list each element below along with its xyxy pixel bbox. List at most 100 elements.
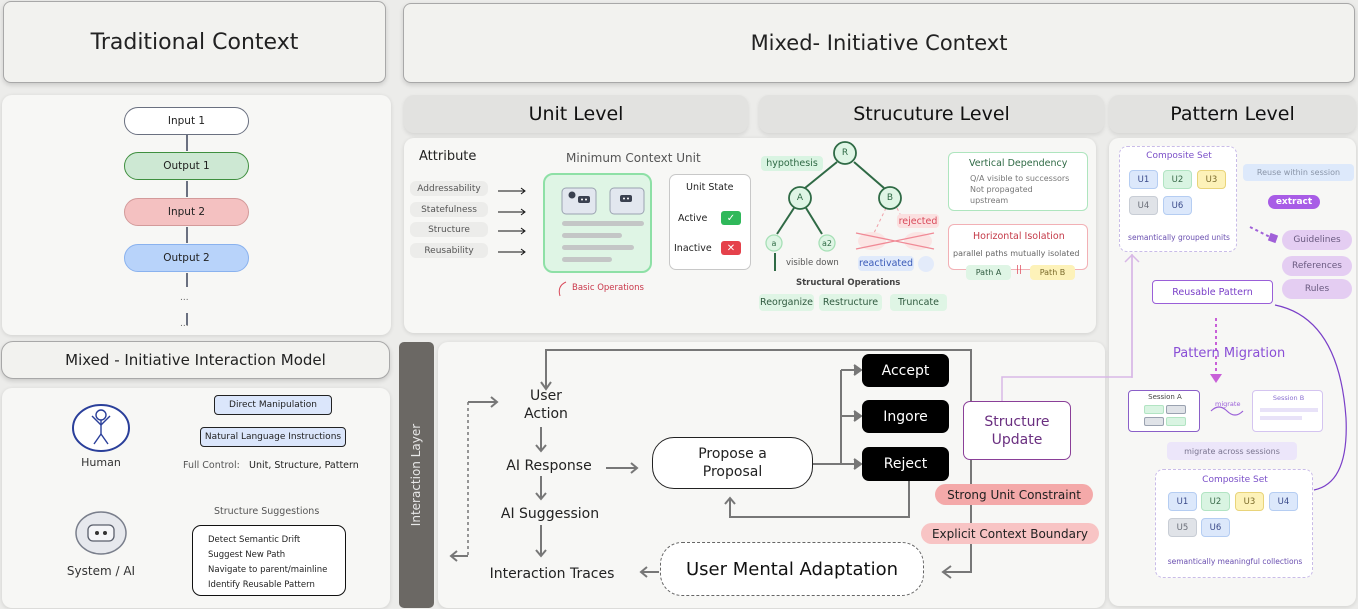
composite-set-top-title: Composite Set — [1146, 151, 1212, 161]
session-b-box[interactable]: Session B — [1252, 390, 1323, 432]
suggestion-item[interactable]: Detect Semantic Drift — [208, 535, 301, 545]
interaction-flow-panel: User Action AI Response AI Suggession In… — [438, 342, 1105, 608]
suggestion-item[interactable]: Identify Reusable Pattern — [208, 580, 315, 590]
node-b-label[interactable]: B — [886, 193, 894, 203]
session-a-box[interactable]: Session A — [1128, 390, 1200, 432]
session-a-cell — [1166, 417, 1186, 426]
pattern-output-rules[interactable]: Rules — [1282, 279, 1352, 299]
pattern-output-references[interactable]: References — [1282, 256, 1352, 276]
vertical-dependency-box: Vertical Dependency Q/A visible to succe… — [948, 152, 1088, 211]
flow-node-output-2[interactable]: Output 2 — [124, 244, 249, 272]
interaction-model-title: Mixed - Initiative Interaction Model — [65, 351, 326, 369]
vertical-dependency-line3: upstream — [970, 196, 1009, 205]
ignore-button[interactable]: Ingore — [862, 400, 949, 433]
human-icon — [72, 404, 130, 452]
user-mental-adaptation-node[interactable]: User Mental Adaptation — [660, 542, 924, 596]
tree-node-a1 — [765, 234, 783, 252]
pattern-output-guidelines[interactable]: Guidelines — [1282, 230, 1352, 250]
node-r-label[interactable]: R — [841, 148, 849, 158]
direct-manipulation-button[interactable]: Direct Manipulation — [214, 395, 332, 415]
attribute-statefulness: Statefulness — [410, 202, 488, 217]
suggestion-item[interactable]: Navigate to parent/mainline — [208, 565, 328, 575]
proposal-line2: Proposal — [702, 464, 763, 480]
composite-set-bottom-title: Composite Set — [1202, 475, 1268, 485]
node-a1-label[interactable]: a — [771, 238, 777, 248]
mixed-context-title: Mixed- Initiative Context — [750, 31, 1008, 55]
extract-tag[interactable]: extract — [1268, 195, 1320, 209]
basic-ops-curve-icon — [558, 281, 567, 297]
vertical-dependency-title: Vertical Dependency — [969, 158, 1068, 169]
attribute-arrows — [498, 187, 526, 256]
mixed-context-header: Mixed- Initiative Context — [403, 3, 1355, 83]
unit-u3[interactable]: U3 — [1235, 492, 1264, 511]
node-a2-label[interactable]: a2 — [822, 238, 832, 248]
structure-update-line1: Structure — [984, 413, 1050, 430]
horizontal-isolation-box: Horizontal Isolation parallel paths mutu… — [948, 224, 1088, 270]
human-label: Human — [81, 456, 121, 469]
tree-node-r — [833, 141, 857, 165]
reactivated-tag: reactivated — [858, 256, 914, 271]
restructure-button[interactable]: Restructure — [819, 294, 882, 311]
full-control-label: Full Control: — [183, 460, 240, 471]
ai-response-node: AI Response — [506, 458, 592, 474]
migrate-across-tag: migrate across sessions — [1167, 442, 1297, 460]
session-a-label: Session A — [1148, 393, 1182, 401]
unit-u6[interactable]: U6 — [1201, 518, 1230, 537]
pattern-level-title: Pattern Level — [1170, 103, 1295, 125]
composite-set-top: Composite Set U1 U2 U3 U4 U6 semanticall… — [1119, 146, 1237, 252]
structure-suggestions-title: Structure Suggestions — [214, 506, 320, 517]
ai-suggestion-node: AI Suggession — [500, 506, 600, 522]
reject-button[interactable]: Reject — [862, 447, 949, 481]
traditional-context-header: Traditional Context — [3, 1, 386, 83]
truncate-button[interactable]: Truncate — [890, 294, 947, 311]
unit-u1[interactable]: U1 — [1168, 492, 1197, 511]
composite-set-bottom-caption: semantically meaningful collections — [1167, 557, 1303, 566]
structure-update-node[interactable]: Structure Update — [963, 401, 1071, 460]
session-b-label: Session B — [1272, 394, 1305, 402]
tree-node-b — [878, 186, 902, 210]
unit-u2[interactable]: U2 — [1163, 170, 1192, 189]
inactive-x-icon[interactable]: ✕ — [721, 241, 741, 255]
ai-label: System / AI — [66, 564, 136, 578]
reusable-pattern-button[interactable]: Reusable Pattern — [1152, 280, 1273, 304]
natural-language-button[interactable]: Natural Language Instructions — [200, 427, 346, 447]
unit-u4[interactable]: U4 — [1129, 196, 1158, 215]
accept-button[interactable]: Accept — [862, 354, 949, 387]
flow-node-output-1[interactable]: Output 1 — [124, 152, 249, 180]
unit-u1[interactable]: U1 — [1129, 170, 1158, 189]
strong-unit-constraint-tag: Strong Unit Constraint — [935, 484, 1093, 505]
session-a-cell — [1144, 405, 1164, 414]
propose-proposal-node[interactable]: Propose a Proposal — [652, 437, 813, 489]
composite-set-bottom: Composite Set U1 U2 U3 U4 U5 U6 semantic… — [1155, 469, 1313, 578]
interaction-model-panel: Human System / AI Direct Manipulation Na… — [2, 388, 390, 608]
interaction-model-header: Mixed - Initiative Interaction Model — [1, 341, 390, 379]
path-a-tag: Path A — [966, 265, 1011, 280]
vertical-dependency-line2: Not propagated — [970, 185, 1033, 194]
session-a-cell — [1166, 405, 1186, 414]
suggestion-item[interactable]: Suggest New Path — [208, 550, 286, 560]
unit-u3[interactable]: U3 — [1197, 170, 1226, 189]
structure-update-line2: Update — [991, 431, 1043, 448]
reorganize-button[interactable]: Reorganize — [759, 294, 814, 311]
proposal-line1: Propose a — [698, 446, 767, 462]
unit-level-header: Unit Level — [404, 95, 748, 133]
explicit-context-boundary-tag: Explicit Context Boundary — [921, 523, 1099, 544]
node-a-label[interactable]: A — [796, 193, 804, 203]
unit-state-box: Unit State Active ✓ Inactive ✕ — [669, 174, 751, 270]
ai-robot-icon — [75, 511, 127, 555]
unit-card-illustration — [561, 187, 645, 262]
unit-u5[interactable]: U5 — [1168, 518, 1197, 537]
minimum-context-unit-card[interactable] — [543, 173, 652, 273]
unit-u6[interactable]: U6 — [1163, 196, 1192, 215]
unit-u4[interactable]: U4 — [1269, 492, 1298, 511]
active-check-icon[interactable]: ✓ — [721, 211, 741, 225]
vertical-dependency-line1: Q/A visible to successors — [970, 174, 1070, 183]
attribute-title: Attribute — [419, 149, 477, 164]
interaction-flow-arrows — [449, 349, 972, 579]
unit-u2[interactable]: U2 — [1201, 492, 1230, 511]
flow-node-input-1[interactable]: Input 1 — [124, 107, 249, 135]
flow-node-input-2[interactable]: Input 2 — [124, 198, 249, 226]
